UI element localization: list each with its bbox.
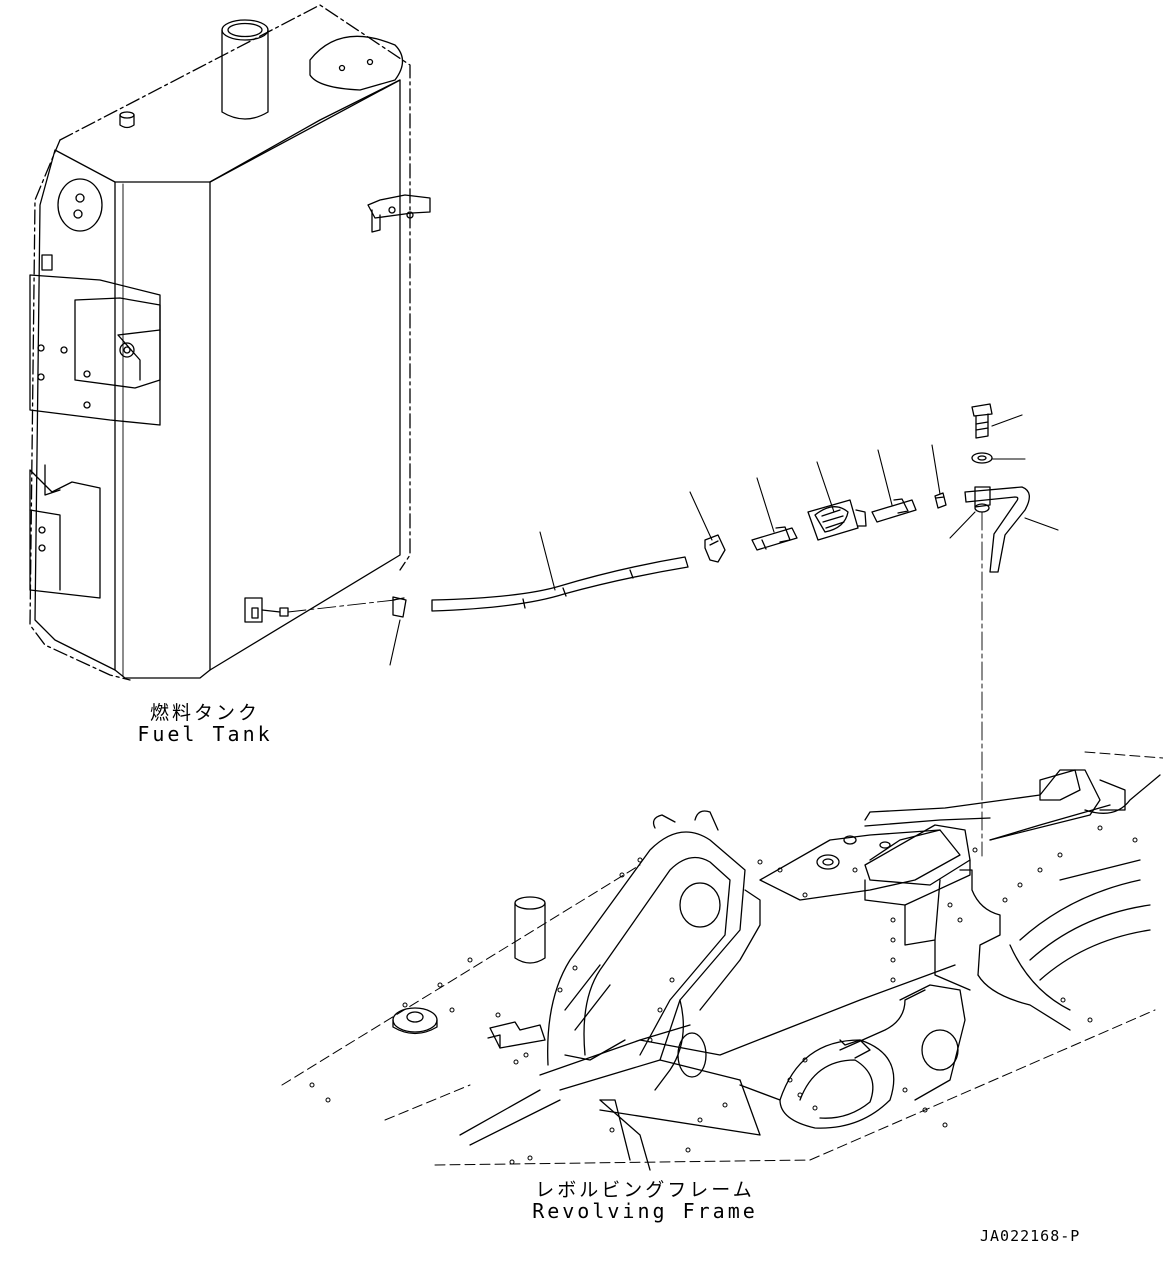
fuel-tank-label-en: Fuel Tank xyxy=(137,722,273,746)
revolving-frame xyxy=(282,752,1163,1170)
drawing-code: JA022168-P xyxy=(980,1227,1081,1245)
return-hose-part xyxy=(965,487,1029,572)
hose-part xyxy=(432,557,688,611)
frame-holes xyxy=(310,826,1137,1164)
bolt-part xyxy=(972,404,992,416)
elbow-part xyxy=(705,535,725,562)
leader-lines xyxy=(390,415,1058,665)
fuel-tank xyxy=(30,5,430,680)
adapter-part xyxy=(935,493,946,508)
fuel-tank-label-jp: 燃料タンク xyxy=(149,702,260,724)
revolving-frame-label-jp: レボルビングフレーム xyxy=(535,1179,755,1201)
connector-part-a xyxy=(752,528,797,550)
revolving-frame-label-en: Revolving Frame xyxy=(532,1199,758,1223)
strainer-part xyxy=(808,500,858,540)
connector-part-b xyxy=(872,500,916,522)
fuel-line-parts xyxy=(288,404,1029,856)
washer-part xyxy=(972,453,992,463)
